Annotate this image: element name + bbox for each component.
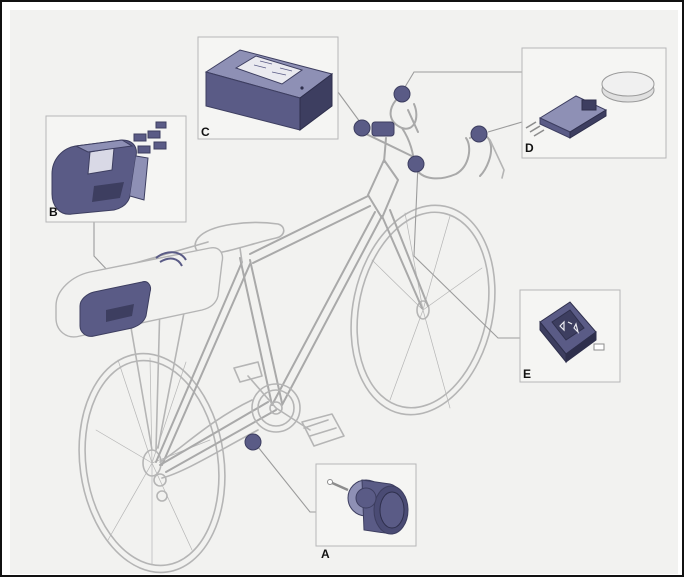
- marker-hub-dynamo: [245, 434, 261, 450]
- marker-control-unit: [354, 120, 370, 136]
- leader-line-d2: [488, 122, 522, 132]
- magnet-disc-illustration: [602, 72, 654, 102]
- rear-wheel: [65, 344, 238, 574]
- bicycle-illustration: [10, 10, 678, 574]
- callout-label-e: E: [523, 368, 531, 380]
- callout-box-c: [198, 37, 338, 139]
- diagram-canvas: A B C D E: [10, 10, 678, 574]
- callout-label-b: B: [49, 206, 58, 218]
- callout-box-a: [316, 464, 416, 546]
- callout-label-a: A: [321, 548, 330, 560]
- leader-line-a: [254, 442, 316, 512]
- leader-line-d: [402, 72, 522, 92]
- callout-box-e: [520, 290, 620, 382]
- callout-box-b: [46, 116, 186, 222]
- marker-handlebar-clamp: [372, 122, 394, 136]
- callout-label-d: D: [525, 142, 534, 154]
- callout-label-c: C: [201, 126, 210, 138]
- marker-brake-sensor-left: [394, 86, 410, 102]
- brake-lever-right: [490, 140, 504, 178]
- marker-rocker-switch: [408, 156, 424, 172]
- callout-box-d: [522, 48, 666, 158]
- leader-line-e: [414, 164, 520, 338]
- marker-brake-sensor-right: [471, 126, 487, 142]
- front-wheel: [332, 192, 513, 428]
- leader-line-c: [338, 92, 360, 122]
